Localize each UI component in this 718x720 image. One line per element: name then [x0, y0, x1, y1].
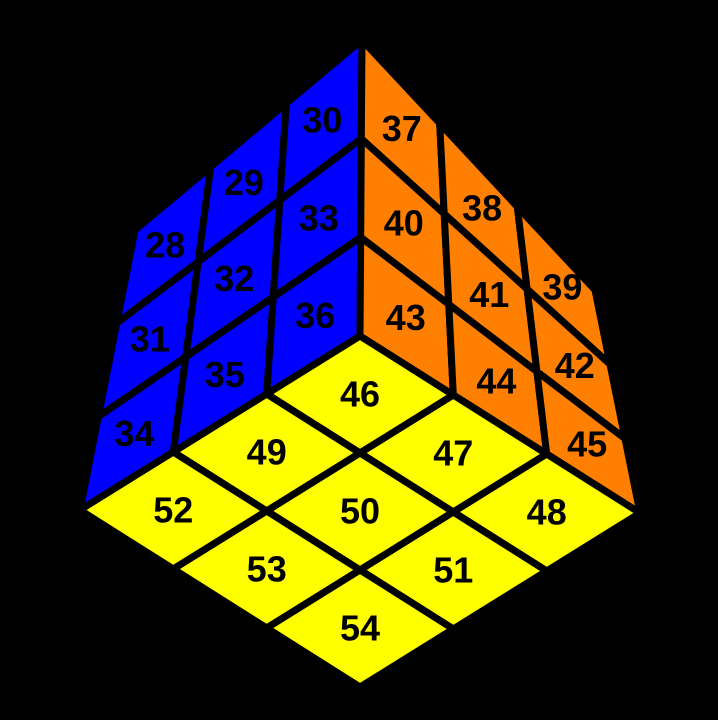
sticker-labels: 28 29 30 31 32 33 34 35 36 37 38 39 40 41 42 43 44 45 46 47… [114, 100, 607, 649]
sticker-label: 31 [130, 319, 170, 360]
face-right [356, 36, 644, 517]
sticker-label: 37 [382, 108, 422, 149]
sticker-label: 38 [462, 187, 502, 228]
sticker-label: 53 [247, 549, 287, 590]
sticker-label: 40 [384, 203, 424, 244]
sticker-label: 43 [386, 297, 426, 338]
sticker-label: 34 [114, 413, 154, 454]
sticker-label: 28 [145, 224, 185, 265]
sticker-label: 41 [469, 274, 509, 315]
sticker-label: 50 [340, 491, 380, 532]
sticker-label: 44 [476, 360, 516, 401]
sticker-bottom [263, 566, 457, 691]
sticker-label: 29 [224, 162, 264, 203]
sticker-label: 45 [567, 423, 607, 464]
sticker-label: 30 [302, 100, 342, 141]
sticker-label: 42 [555, 345, 595, 386]
sticker-label: 47 [433, 433, 473, 474]
sticker-label: 35 [205, 354, 245, 395]
sticker-label: 49 [247, 432, 287, 473]
sticker-label: 54 [340, 608, 380, 649]
sticker-label: 51 [433, 550, 473, 591]
sticker-label: 52 [153, 490, 193, 531]
sticker-label: 48 [527, 492, 567, 533]
sticker-label: 46 [340, 374, 380, 415]
face-bottom [76, 332, 644, 691]
sticker-label: 33 [299, 197, 339, 238]
sticker-label: 36 [295, 295, 335, 336]
sticker-label: 32 [214, 258, 254, 299]
sticker-label: 39 [542, 267, 582, 308]
